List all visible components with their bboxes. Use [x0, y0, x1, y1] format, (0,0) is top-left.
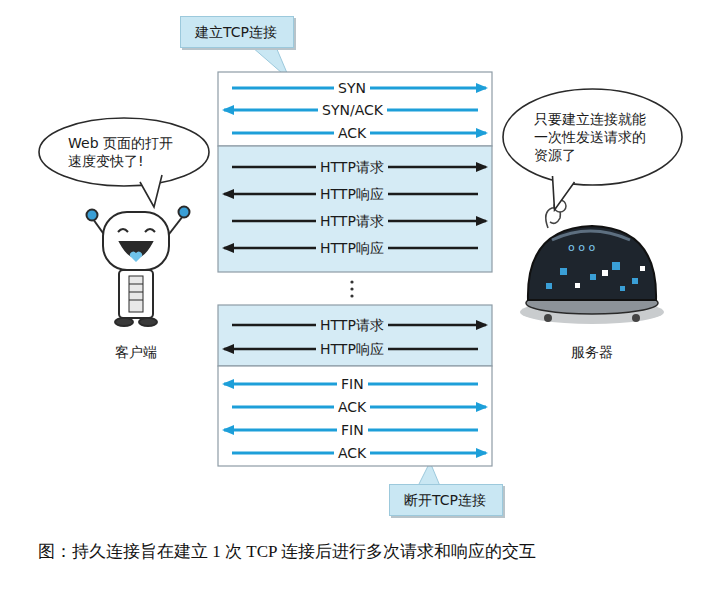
svg-text:o o o: o o o — [568, 241, 595, 254]
message-label: SYN/ACK — [318, 101, 387, 119]
bubble-outline — [38, 117, 210, 187]
bubble-tail — [553, 176, 575, 210]
message-label: FIN — [337, 375, 368, 393]
message-label: HTTP请求 — [316, 158, 388, 176]
role-label: 客户端 — [111, 343, 161, 361]
callout-box: 断开TCP连接 — [389, 484, 503, 516]
callout-text: 断开TCP连接 — [390, 485, 502, 515]
message-label: HTTP请求 — [316, 316, 388, 334]
bubble-ellipse — [39, 118, 209, 186]
http-band — [218, 305, 492, 366]
figure-caption: 图：持久连接旨在建立 1 次 TCP 连接后进行多次请求和响应的交互 — [38, 540, 684, 564]
bubble-tail — [140, 175, 162, 207]
handshake-band — [218, 72, 492, 146]
bubble-text: Web 页面的打开 速度变快了! — [68, 134, 180, 170]
message-label: ACK — [334, 444, 370, 462]
message-label: FIN — [337, 421, 368, 439]
ellipsis-dots — [350, 280, 353, 297]
speech-bubble: Web 页面的打开 速度变快了! — [38, 117, 210, 187]
role-label: 服务器 — [567, 343, 617, 361]
callout-box: 建立TCP连接 — [180, 16, 294, 48]
message-label: HTTP响应 — [316, 239, 388, 257]
speech-bubble: 只要建立连接就能 一次性发送请求的 资源了 — [502, 88, 683, 186]
server-robot: o o o — [520, 200, 664, 324]
message-label: HTTP响应 — [316, 340, 388, 358]
message-label: HTTP响应 — [316, 185, 388, 203]
bubble-ellipse — [503, 89, 682, 185]
http-band — [218, 146, 492, 272]
message-label: ACK — [334, 398, 370, 416]
client-robot — [87, 207, 190, 327]
bubble-text: 只要建立连接就能 一次性发送请求的 资源了 — [534, 110, 652, 164]
callout-text: 建立TCP连接 — [181, 17, 293, 47]
message-label: HTTP请求 — [316, 212, 388, 230]
message-label: ACK — [334, 124, 370, 142]
close-band — [218, 366, 492, 466]
message-label: SYN — [334, 79, 370, 97]
